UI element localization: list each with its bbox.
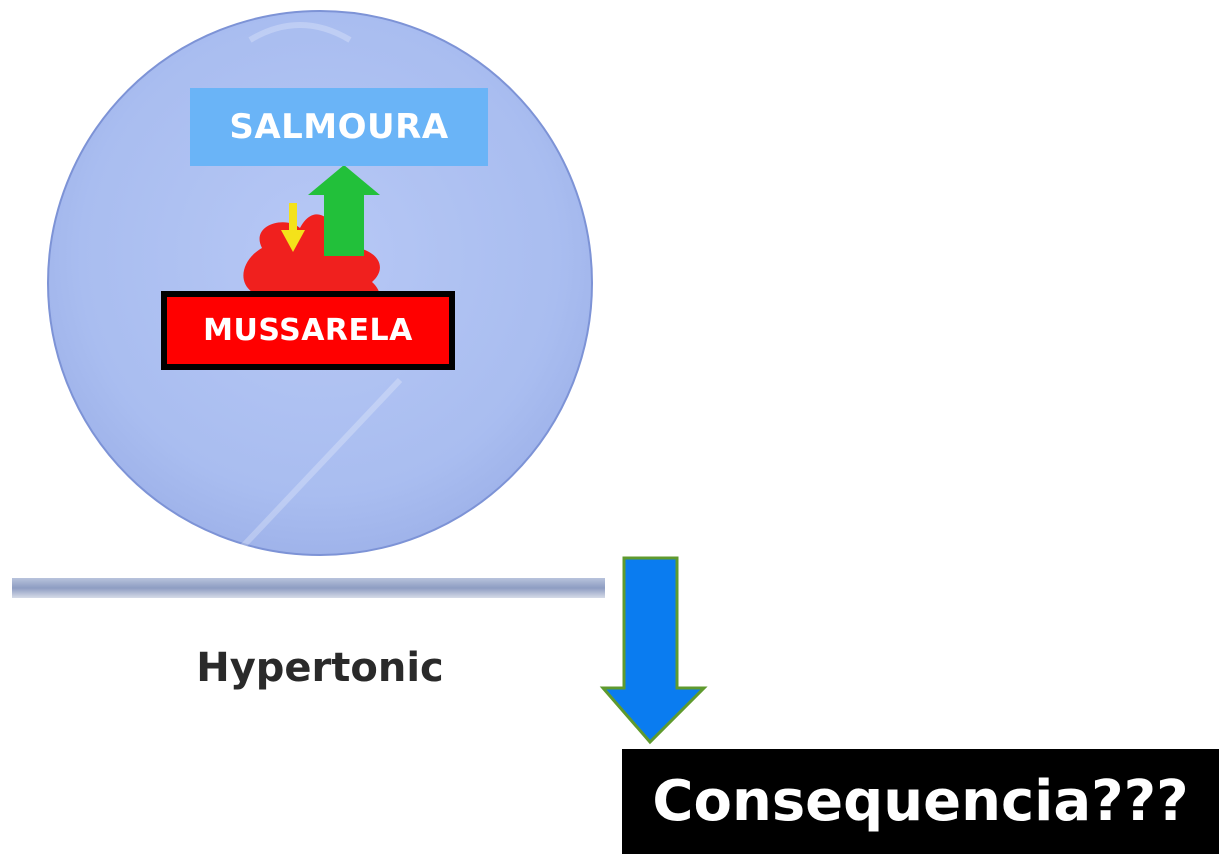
condition-label: Hypertonic bbox=[196, 645, 444, 691]
salmoura-label: SALMOURA bbox=[190, 88, 488, 166]
arrow-down-blue-icon bbox=[599, 556, 708, 745]
arrow-up-green-icon bbox=[308, 165, 380, 256]
baseline bbox=[12, 578, 605, 598]
watermark bbox=[227, 22, 403, 563]
question-box: Consequencia??? bbox=[622, 749, 1219, 854]
mussarela-label: MUSSARELA bbox=[161, 291, 455, 370]
arrow-down-yellow-icon bbox=[281, 203, 305, 252]
